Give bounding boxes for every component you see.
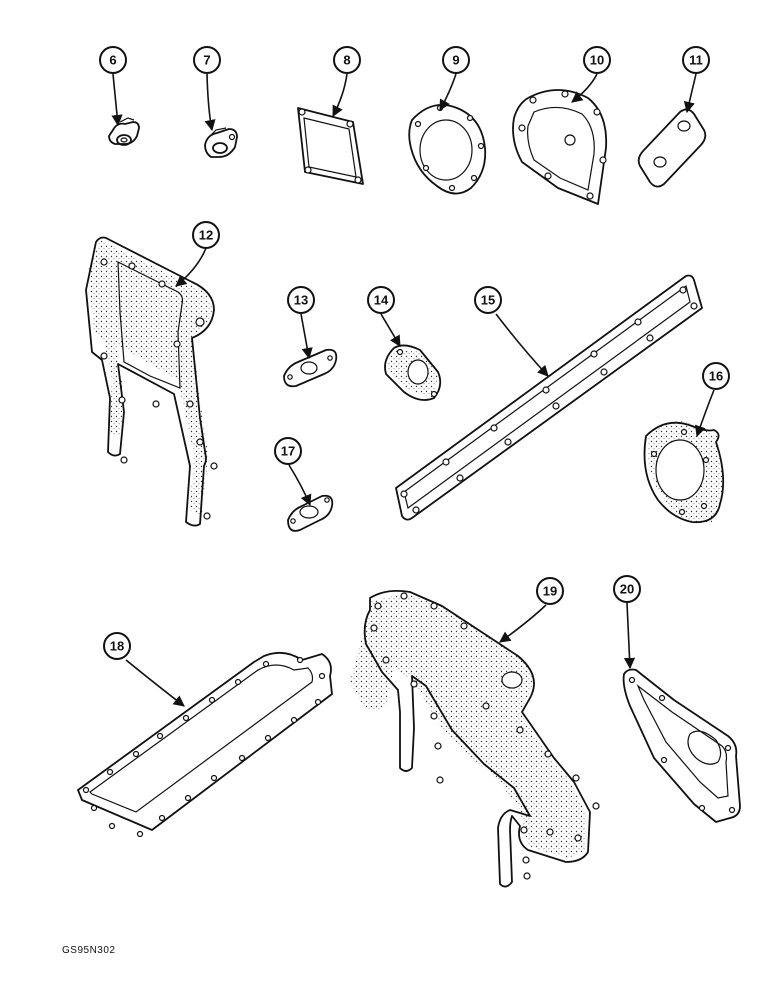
- callout-9: 9: [442, 46, 470, 74]
- callout-12: 12: [192, 221, 220, 249]
- callout-20: 20: [613, 575, 641, 603]
- leader-7: [204, 73, 216, 132]
- part-8-rectangular-gasket: [297, 107, 364, 185]
- part-19-gear-housing-gasket: [350, 589, 600, 888]
- svg-text:13: 13: [294, 293, 308, 308]
- leader-11: [683, 73, 697, 114]
- leader-15: [495, 313, 549, 377]
- part-15-rocker-cover-gasket: [395, 274, 703, 521]
- callout-18: 18: [103, 632, 131, 660]
- svg-text:15: 15: [481, 293, 495, 308]
- leader-18: [125, 659, 185, 707]
- part-13-flange-gasket: [283, 348, 338, 388]
- part-16-housing-gasket: [643, 421, 725, 524]
- leader-14: [380, 313, 401, 347]
- leader-6: [111, 73, 123, 127]
- callout-7: 7: [193, 46, 221, 74]
- leader-16: [695, 389, 715, 438]
- svg-text:20: 20: [620, 582, 634, 597]
- svg-text:7: 7: [203, 53, 210, 68]
- leader-lines: [111, 73, 715, 707]
- callout-17: 17: [274, 437, 302, 465]
- callout-8: 8: [333, 46, 361, 74]
- svg-text:19: 19: [543, 584, 557, 599]
- callout-14: 14: [367, 286, 395, 314]
- leader-8: [332, 73, 348, 117]
- part-12-front-cover-gasket: [85, 236, 218, 527]
- leader-17: [288, 464, 312, 507]
- leader-20: [623, 602, 636, 670]
- svg-text:11: 11: [689, 53, 703, 68]
- leader-9: [439, 73, 457, 111]
- callout-11: 11: [682, 46, 710, 74]
- svg-text:17: 17: [281, 444, 295, 459]
- callout-19: 19: [536, 577, 564, 605]
- callout-16: 16: [702, 362, 730, 390]
- part-20-cover-gasket: [622, 668, 741, 823]
- svg-text:10: 10: [590, 53, 604, 68]
- callout-10: 10: [583, 46, 611, 74]
- part-9-round-flange-gasket: [408, 104, 487, 195]
- part-17-flange-gasket: [287, 494, 334, 532]
- callout-13: 13: [287, 286, 315, 314]
- leader-13: [300, 313, 313, 360]
- part-11-oval-plate: [637, 108, 707, 188]
- part-6-rocker-lever: [108, 117, 140, 146]
- svg-text:14: 14: [374, 293, 389, 308]
- callout-6: 6: [99, 46, 127, 74]
- svg-text:16: 16: [709, 369, 723, 384]
- svg-text:9: 9: [452, 53, 459, 68]
- svg-text:8: 8: [343, 53, 350, 68]
- leader-12: [175, 247, 207, 287]
- part-10-housing-gasket: [512, 89, 608, 205]
- figure-code: GS95N302: [62, 945, 116, 956]
- svg-text:18: 18: [110, 639, 124, 654]
- leader-19: [499, 604, 547, 643]
- part-14-manifold-gasket: [384, 344, 442, 401]
- svg-text:6: 6: [109, 53, 116, 68]
- callout-15: 15: [474, 286, 502, 314]
- part-7-rocker-lever: [204, 127, 238, 158]
- part-18-oil-pan-gasket: [77, 651, 333, 838]
- svg-text:12: 12: [199, 228, 213, 243]
- leader-10: [571, 73, 598, 103]
